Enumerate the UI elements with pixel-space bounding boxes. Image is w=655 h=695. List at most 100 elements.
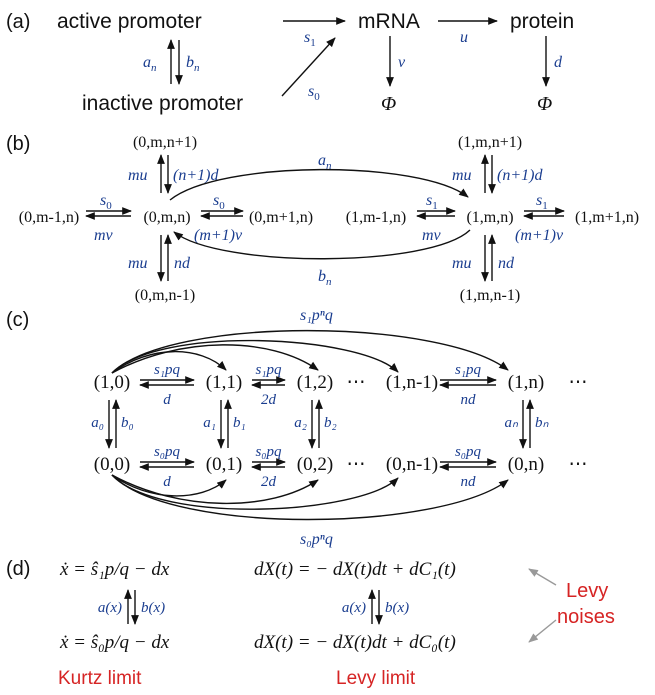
arc-an-0-to-1 — [169, 168, 469, 201]
levy-noises-label-2: noises — [557, 606, 615, 628]
rate-c-bottom-forward-2: s₀pq — [455, 444, 482, 460]
rate-b-bn: bn — [318, 268, 332, 288]
panel-a-label: (a) — [6, 11, 30, 33]
rate-v-label: v — [398, 54, 406, 71]
rate-c-top-forward-2: s₁pq — [455, 362, 482, 378]
rate-b-mu-bottom-0: mu — [128, 255, 148, 272]
state-bottom-3: ⋯ — [347, 454, 366, 475]
rate-c-b-3: bₙ — [535, 415, 550, 431]
panel-b-label: (b) — [6, 133, 30, 155]
kurtz-rate-b: b(x) — [141, 600, 165, 616]
levy-noises-label-1: Levy — [566, 580, 608, 602]
state-1-m-n+1: (1,m,n+1) — [458, 134, 522, 151]
state-0-m-n+1: (0,m,n+1) — [133, 134, 197, 151]
rate-b-mv-left: mv — [94, 227, 114, 244]
jump-arc-bottom-1 — [111, 474, 399, 510]
levy-equation-inactive: dX(t) = − dX(t)dt + dC₀(t) — [254, 632, 456, 653]
panel-d: (d) ẋ = ŝ₁p/q − dx ẋ = ŝ₀p/q − dx a(x) b… — [6, 558, 615, 689]
arrow-levy-noise-bottom — [528, 619, 557, 643]
state-1-m-n-1: (1,m,n-1) — [460, 287, 520, 304]
levy-rate-a: a(x) — [342, 600, 366, 616]
rate-c-bottom-forward-1: s₀pq — [255, 444, 282, 460]
jump-arc-top-3 — [111, 344, 319, 374]
jump-arc-top-2 — [111, 329, 509, 374]
state-0-m-n: (0,m,n) — [143, 209, 190, 226]
rate-b-s0-right: s0 — [213, 192, 225, 212]
protein-node: protein — [510, 10, 574, 33]
state-0-m-n-1: (0,m,n-1) — [135, 287, 195, 304]
inactive-promoter-node: inactive promoter — [82, 92, 243, 115]
rate-b-mu-top-0: mu — [128, 167, 148, 184]
jump-arc-bottom-4 — [111, 474, 227, 497]
levy-rate-b: b(x) — [385, 600, 409, 616]
rate-s1-label: s1 — [304, 29, 316, 49]
state-top-0: (1,0) — [94, 372, 130, 393]
rate-s0-label: s0 — [308, 83, 320, 103]
rate-c-top-backward-1: 2d — [261, 392, 277, 408]
jump-arc-top-4 — [111, 350, 227, 374]
mrna-node: mRNA — [358, 10, 420, 33]
levy-equation-active: dX(t) = − dX(t)dt + dC₁(t) — [254, 559, 456, 580]
rate-c-top-forward-1: s₁pq — [255, 362, 282, 378]
rate-c-top-backward-2: nd — [461, 392, 477, 408]
rate-an-label: an — [143, 54, 157, 74]
jump-arc-bottom-2 — [111, 474, 509, 521]
state-top-1: (1,1) — [206, 372, 242, 393]
rate-b-n1d-1: (n+1)d — [497, 167, 543, 184]
panel-c-states: (1,0)(1,1)(1,2)⋯(1,n-1)(1,n)⋯(0,0)(0,1)(… — [91, 362, 587, 490]
panel-b: (b) (0,m,n+1) (0,m-1,n) (0,m,n) (0,m+1,n… — [6, 133, 639, 304]
rate-c-bottom-forward-0: s₀pq — [154, 444, 181, 460]
rate-c-top-backward-0: d — [163, 392, 171, 408]
rate-c-b-1: b₁ — [233, 415, 246, 431]
panel-c-label: (c) — [6, 309, 29, 331]
state-top-3: ⋯ — [347, 372, 366, 393]
state-top-5: (1,n) — [508, 372, 544, 393]
rate-b-mu-bottom-1: mu — [452, 255, 472, 272]
mrna-sink-phi: Φ — [381, 93, 396, 115]
rate-b-s0-left: s0 — [100, 192, 112, 212]
state-1-m-n: (1,m,n) — [466, 209, 513, 226]
state-bottom-2: (0,2) — [297, 454, 333, 475]
rate-c-jump-top: s₁pⁿq — [300, 307, 333, 324]
state-0-m-1-n: (0,m-1,n) — [19, 209, 79, 226]
panel-d-label: (d) — [6, 558, 30, 580]
rate-b-s1-left: s1 — [426, 192, 438, 212]
jump-arc-bottom-3 — [111, 474, 319, 505]
active-promoter-node: active promoter — [57, 10, 202, 33]
arc-bn-1-to-0 — [173, 229, 471, 260]
state-1-m-1-n: (1,m-1,n) — [346, 209, 406, 226]
rate-b-an: an — [318, 152, 332, 172]
kurtz-equation-active: ẋ = ŝ₁p/q − dx — [59, 559, 170, 580]
state-top-6: ⋯ — [569, 372, 588, 393]
kurtz-limit-label: Kurtz limit — [58, 668, 142, 689]
state-0-m+1-n: (0,m+1,n) — [249, 209, 313, 226]
state-bottom-6: ⋯ — [569, 454, 588, 475]
rate-b-mv-1: mv — [422, 227, 442, 244]
rate-c-a-1: a₁ — [203, 415, 216, 431]
rate-c-bottom-backward-1: 2d — [261, 474, 277, 490]
rate-u-label: u — [460, 29, 468, 46]
rate-b-mu-top-1: mu — [452, 167, 472, 184]
levy-limit-label: Levy limit — [336, 668, 416, 689]
rate-c-b-0: b₀ — [121, 415, 134, 431]
arrow-levy-noise-top — [528, 568, 557, 586]
rate-c-a-0: a₀ — [91, 415, 104, 431]
kurtz-rate-a: a(x) — [98, 600, 122, 616]
rate-d-label: d — [554, 54, 563, 71]
rate-b-n1d-0: (n+1)d — [173, 167, 219, 184]
state-bottom-5: (0,n) — [508, 454, 544, 475]
rate-c-a-3: aₙ — [505, 415, 520, 431]
arrow-inactivepromoter-to-mrna — [281, 37, 336, 97]
rate-c-top-forward-0: s₁pq — [154, 362, 181, 378]
state-top-4: (1,n-1) — [386, 372, 438, 393]
kurtz-equation-inactive: ẋ = ŝ₀p/q − dx — [59, 632, 170, 653]
rate-c-a-2: a₂ — [294, 415, 307, 431]
state-bottom-0: (0,0) — [94, 454, 130, 475]
panel-a: (a) active promoter inactive promoter mR… — [6, 10, 574, 115]
state-top-2: (1,2) — [297, 372, 333, 393]
panel-c: (c) s₁pⁿq s₀pⁿq (1,0)(1,1)(1,2)⋯(1,n-1)(… — [6, 307, 588, 548]
rate-b-nd-1: nd — [498, 255, 515, 272]
rate-c-b-2: b₂ — [324, 415, 337, 431]
